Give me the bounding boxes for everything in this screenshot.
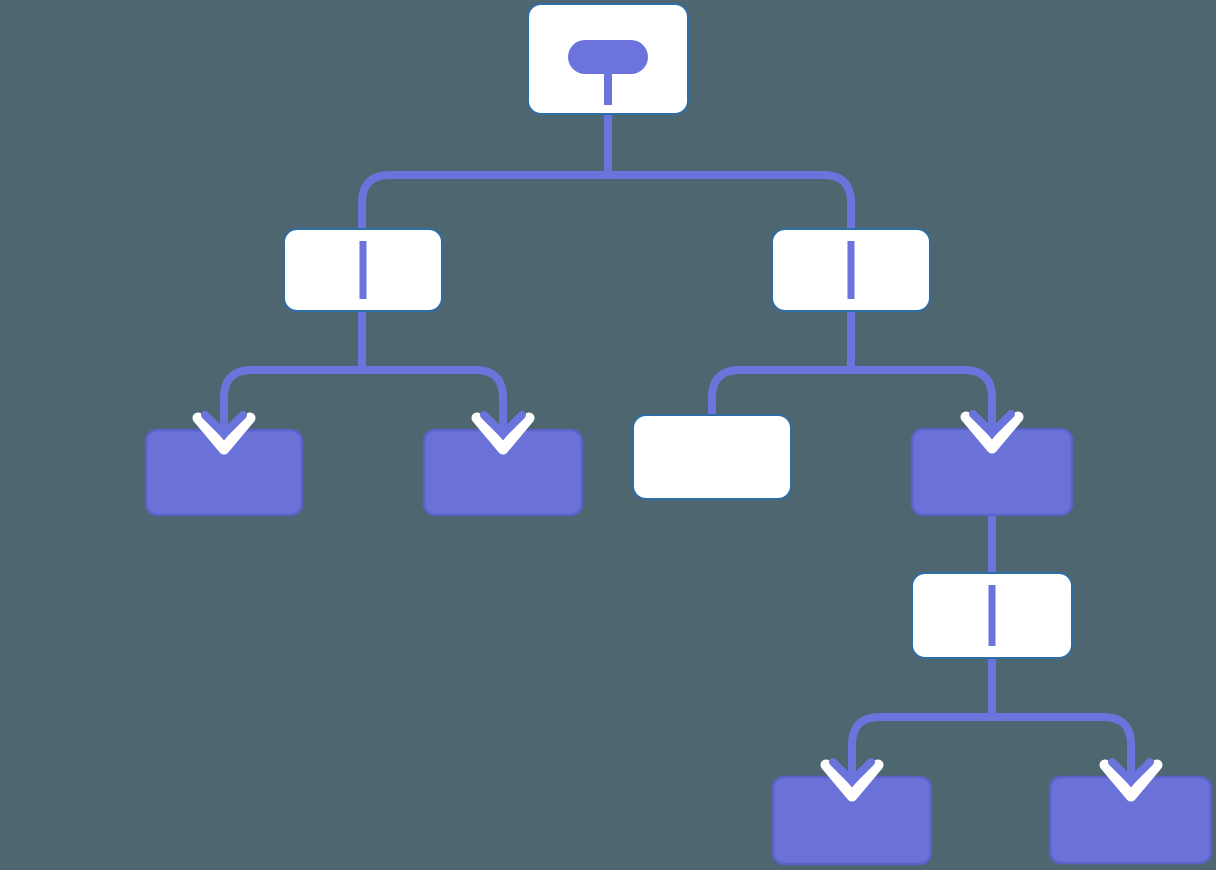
chevron-outer-stroke bbox=[471, 412, 535, 455]
start-glyph-pill bbox=[568, 40, 648, 74]
node-branch-left[interactable] bbox=[283, 228, 443, 312]
node-mid-pass[interactable] bbox=[911, 572, 1073, 659]
collapse-chevron-icon[interactable] bbox=[960, 410, 1024, 454]
node-root[interactable] bbox=[527, 3, 689, 115]
connector-rail-2 bbox=[220, 366, 507, 433]
chevron-outer-stroke bbox=[192, 412, 256, 455]
chevron-outer-stroke bbox=[960, 411, 1024, 454]
node-branch-right[interactable] bbox=[771, 228, 931, 312]
node-box[interactable] bbox=[632, 414, 792, 500]
connector-rail-4 bbox=[848, 713, 1135, 781]
node-leaf-3[interactable] bbox=[632, 414, 792, 500]
chevron-inner-stroke bbox=[829, 758, 875, 785]
collapse-chevron-icon[interactable] bbox=[471, 411, 535, 455]
collapse-chevron-icon[interactable] bbox=[820, 758, 884, 802]
connector-rail-3 bbox=[708, 366, 996, 433]
collapse-chevron-icon[interactable] bbox=[192, 411, 256, 455]
chevron-inner-stroke bbox=[1108, 758, 1154, 785]
chevron-outer-stroke bbox=[1099, 759, 1163, 802]
chevron-inner-stroke bbox=[480, 411, 526, 438]
chevron-inner-stroke bbox=[969, 410, 1015, 437]
start-glyph-stem bbox=[604, 70, 612, 105]
chevron-inner-stroke bbox=[201, 411, 247, 438]
connector-rail-1 bbox=[358, 171, 855, 231]
collapse-chevron-icon[interactable] bbox=[1099, 758, 1163, 802]
chevron-outer-stroke bbox=[820, 759, 884, 802]
